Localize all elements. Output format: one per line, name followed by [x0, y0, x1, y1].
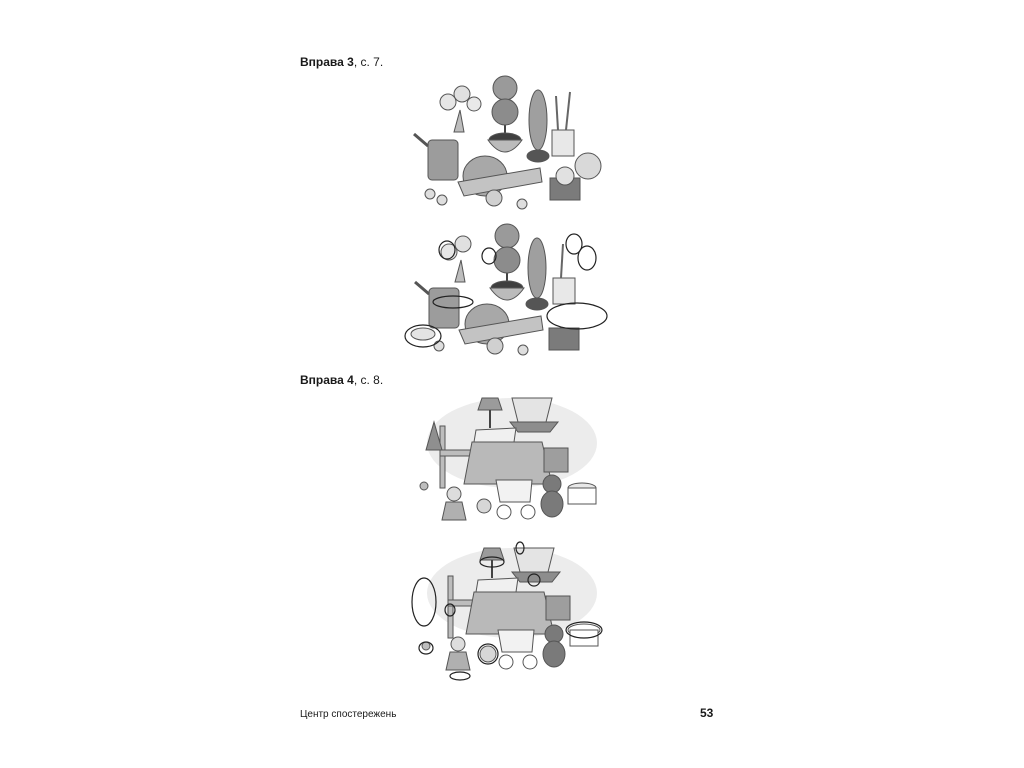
exercise-3-heading: Вправа 3, с. 7. [300, 55, 383, 69]
exercise-4-heading: Вправа 4, с. 8. [300, 373, 383, 387]
garden-picture-differences [403, 222, 613, 362]
garden-picture-original [410, 72, 610, 214]
exercise-4-title: Вправа 4 [300, 373, 354, 387]
page-number: 53 [700, 706, 714, 720]
footer-section-title: Центр спостережень [300, 709, 397, 720]
exercise-3-title: Вправа 3 [300, 55, 354, 69]
exercise-3-page-ref: , с. 7. [353, 55, 384, 69]
toys-picture-differences [408, 538, 608, 686]
toys-picture-original [412, 388, 607, 533]
exercise-4-page-ref: , с. 8. [353, 373, 384, 387]
